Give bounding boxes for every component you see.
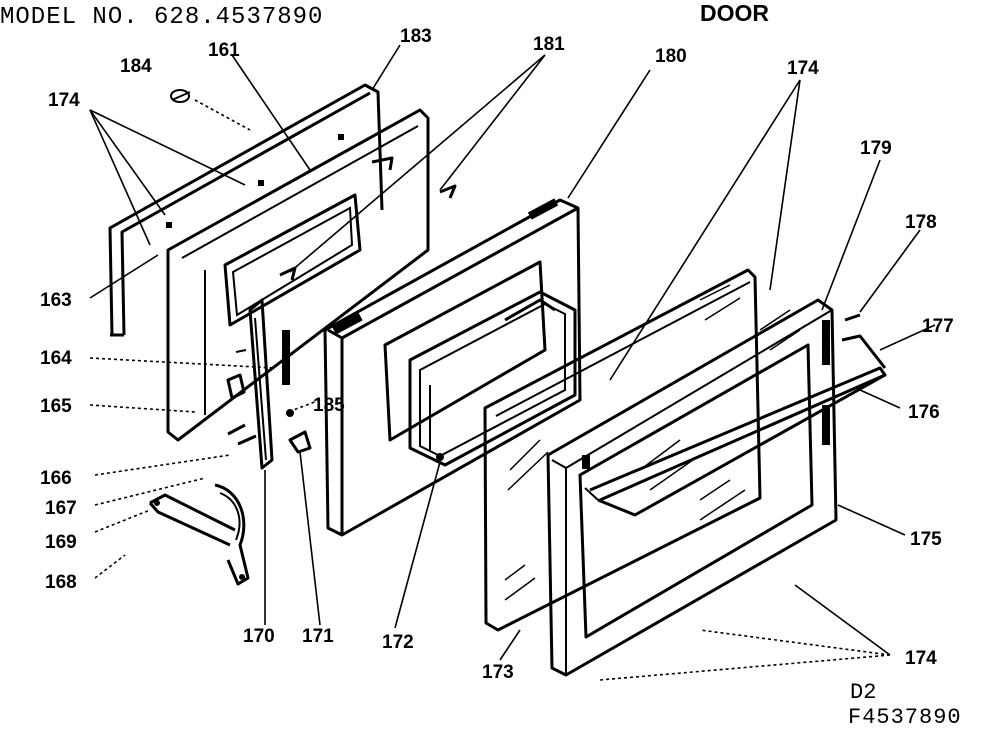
callout-173: 173 xyxy=(482,662,514,683)
callout-161: 161 xyxy=(208,40,240,61)
callout-170: 170 xyxy=(243,626,275,647)
hinge-bracket-171 xyxy=(286,409,312,454)
callout-169: 169 xyxy=(45,532,77,553)
door-handle-176 xyxy=(584,334,887,517)
window-assembly-172 xyxy=(408,290,577,467)
inner-door-panel-161 xyxy=(166,108,430,442)
glass-panel-173 xyxy=(483,268,762,632)
model-number: MODEL NO. 628.4537890 xyxy=(0,4,324,31)
hinge-assembly-170 xyxy=(226,298,290,470)
callout-177: 177 xyxy=(922,316,954,337)
callout-164: 164 xyxy=(40,348,72,369)
callout-171: 171 xyxy=(302,626,334,647)
callout-174-top-left: 174 xyxy=(48,90,80,111)
door-frame-175 xyxy=(546,298,838,677)
callout-180: 180 xyxy=(655,46,687,67)
hinge-arm-168 xyxy=(148,483,250,586)
screw-178 xyxy=(844,313,861,322)
callout-181: 181 xyxy=(533,34,565,55)
callout-labels: 184 161 183 181 180 174 174 179 178 177 … xyxy=(40,26,954,683)
callout-172: 172 xyxy=(382,632,414,653)
section-title: DOOR xyxy=(700,0,769,26)
callout-179: 179 xyxy=(860,138,892,159)
callout-183: 183 xyxy=(400,26,432,47)
callout-174-top-right: 174 xyxy=(787,58,819,79)
callout-166: 166 xyxy=(40,468,72,489)
callout-163: 163 xyxy=(40,290,72,311)
callout-184: 184 xyxy=(120,56,152,77)
callout-165: 165 xyxy=(40,396,72,417)
callout-175: 175 xyxy=(910,529,942,550)
screw-184 xyxy=(170,89,191,103)
page-code: D2 xyxy=(850,680,877,705)
figure-code: F4537890 xyxy=(848,705,962,730)
leader-lines xyxy=(89,44,936,681)
callout-185: 185 xyxy=(313,395,345,416)
callout-174-bottom: 174 xyxy=(905,648,937,669)
callout-176: 176 xyxy=(908,402,940,423)
callout-168: 168 xyxy=(45,572,77,593)
outer-door-panel-180 xyxy=(323,198,582,537)
door-trim-163 xyxy=(108,83,384,337)
callout-178: 178 xyxy=(905,212,937,233)
callout-167: 167 xyxy=(45,498,77,519)
